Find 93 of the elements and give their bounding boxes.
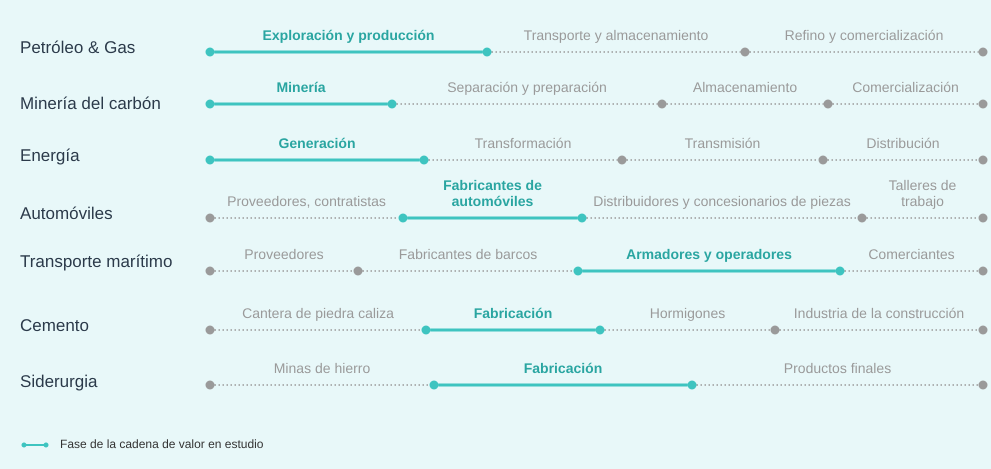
dotted-line (828, 159, 978, 161)
edge-label: Transformación (474, 134, 572, 151)
edge-label: Minas de hierro (274, 360, 370, 376)
row-label: Cemento (20, 316, 89, 336)
dot-marker (978, 214, 988, 222)
edge-label: Separación y preparación (447, 78, 607, 95)
dot-marker (206, 380, 214, 390)
dot-marker (482, 48, 492, 56)
edge-label: Talleres de trabajo (888, 176, 958, 209)
dot-marker (978, 266, 988, 276)
dot-marker (818, 156, 828, 164)
solid-line (582, 270, 836, 272)
dot-marker (206, 266, 214, 276)
solid-line (408, 216, 578, 220)
dotted-line (696, 384, 978, 386)
dotted-line (214, 270, 354, 272)
dot-marker (206, 214, 214, 222)
dot-marker (770, 326, 780, 334)
dotted-line (844, 270, 978, 272)
row-label: Automóviles (20, 204, 113, 224)
dotted-line (586, 217, 858, 219)
solid-line (214, 158, 420, 162)
dotted-line (866, 217, 978, 219)
edge-label: Almacenamiento (692, 78, 798, 95)
edge-label: Proveedores, contratistas (227, 192, 386, 209)
dot-marker (420, 156, 428, 164)
edge-label: Hormigones (650, 304, 726, 321)
solid-line (430, 328, 596, 332)
dot-marker (740, 48, 750, 56)
dotted-line (492, 51, 740, 53)
edge-label: Armadores y operadores (626, 246, 792, 262)
dot-marker (978, 156, 988, 164)
edge-label: Comercialización (852, 78, 959, 95)
dot-marker (596, 326, 604, 334)
dot-marker (206, 156, 214, 164)
row-label: Petróleo & Gas (20, 38, 136, 58)
dot-marker (618, 156, 626, 164)
dot-marker (688, 380, 696, 390)
dot-marker (388, 100, 396, 108)
row-label: Transporte marítimo (20, 252, 172, 272)
dotted-line (362, 270, 574, 272)
solid-line (214, 50, 482, 54)
dotted-line (832, 103, 978, 105)
row-label: Minería del carbón (20, 94, 161, 114)
dot-marker (206, 326, 214, 334)
edge-label: Fabricación (524, 360, 602, 376)
edge-label: Proveedores (244, 246, 324, 262)
edge-label: Comerciantes (868, 246, 955, 262)
dotted-line (214, 384, 430, 386)
dot-marker (978, 380, 988, 390)
dot-marker (574, 266, 582, 276)
edge-label: Fabricación (474, 304, 552, 321)
dotted-line (604, 329, 770, 331)
edge-label: Generación (278, 134, 356, 151)
dot-marker (658, 100, 666, 108)
row-label: Energía (20, 146, 80, 166)
dot-marker (978, 100, 988, 108)
edge-label: Cantera de piedra caliza (242, 304, 394, 321)
dot-marker (836, 266, 844, 276)
edge-label: Minería (276, 78, 326, 95)
edge-label: Transporte y almacenamiento (524, 26, 708, 43)
dot-marker (824, 100, 832, 108)
solid-line (214, 102, 388, 106)
edge-label: Refino y comercialización (784, 26, 944, 43)
dot-marker (398, 214, 408, 222)
dot-marker (206, 48, 214, 56)
legend-text: Fase de la cadena de valor en estudio (60, 437, 264, 451)
dot-marker (578, 214, 586, 222)
edge-label: Distribución (866, 134, 940, 151)
dot-marker (206, 100, 214, 108)
dotted-line (396, 103, 658, 105)
dotted-line (428, 159, 618, 161)
dotted-line (780, 329, 978, 331)
edge-label: Distribuidores y concesionarios de piezas (593, 192, 851, 209)
edge-label: Fabricantes de barcos (398, 246, 538, 262)
solid-line (438, 384, 688, 386)
dot-marker (422, 326, 430, 334)
dot-marker (430, 380, 438, 390)
dot-marker (978, 48, 988, 56)
edge-label: Productos finales (784, 360, 892, 376)
edge-label: Fabricantes de automóviles (442, 176, 543, 209)
edge-label: Industria de la construcción (794, 304, 964, 321)
dot-marker (354, 266, 362, 276)
dotted-line (214, 217, 398, 219)
edge-label: Exploración y producción (262, 26, 434, 43)
dotted-line (666, 103, 824, 105)
dot-marker (858, 214, 866, 222)
edge-label: Transmisión (684, 134, 760, 151)
dot-marker (978, 326, 988, 334)
row-label: Siderurgia (20, 372, 98, 392)
dotted-line (750, 51, 978, 53)
dotted-line (214, 329, 422, 331)
dotted-line (626, 159, 818, 161)
